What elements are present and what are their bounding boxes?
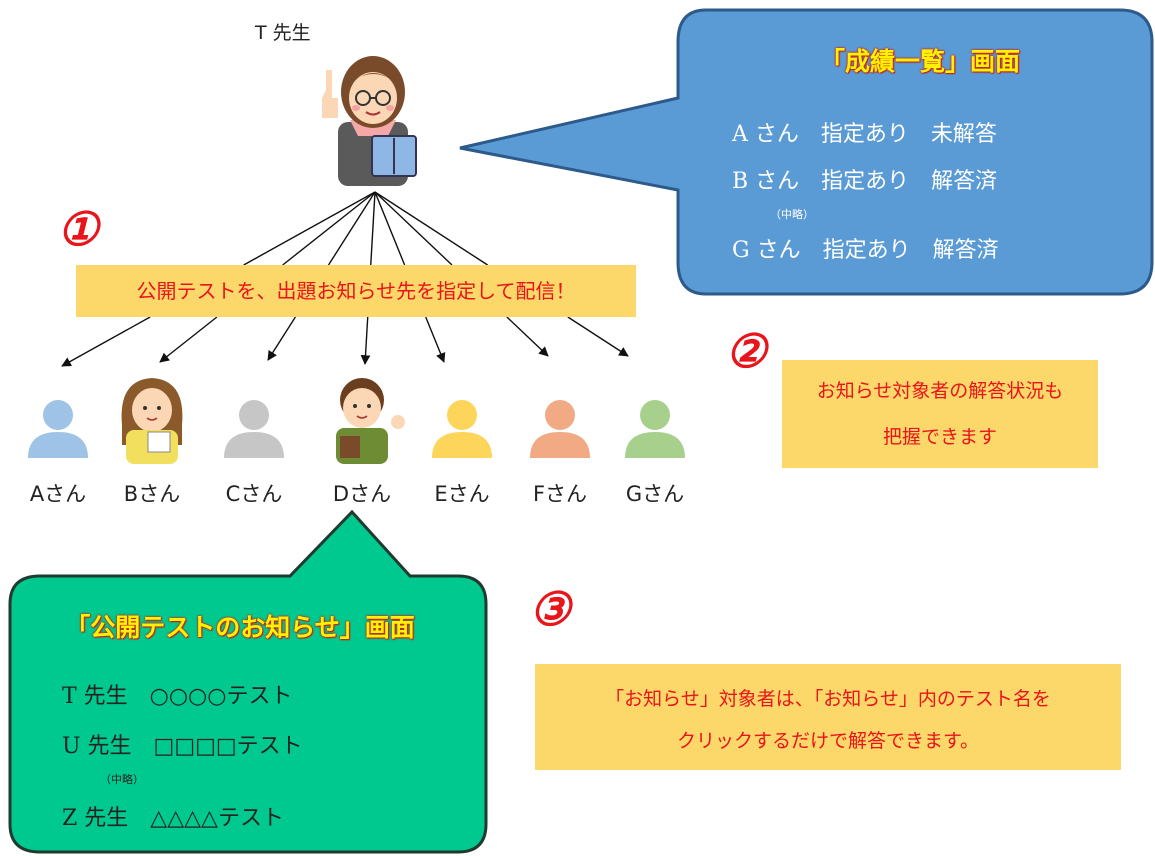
girl-face [132, 388, 172, 432]
student-figure [121, 378, 183, 464]
student-figure [432, 400, 492, 458]
connector-arrow [360, 316, 371, 365]
student-figure [625, 400, 685, 458]
boy-eye-right [367, 404, 371, 408]
connector-arrow [159, 316, 218, 363]
person-icon-body [224, 432, 284, 458]
step3-line1: 「お知らせ」対象者は、「お知らせ」内のテスト名を [605, 688, 1051, 710]
girl-eye-right [157, 406, 161, 410]
notice-omitted-note: （中略） [100, 773, 144, 786]
person-icon-body [432, 432, 492, 458]
person-icon-body [28, 432, 88, 458]
student-figure [336, 378, 405, 464]
student-figure [28, 400, 88, 458]
grades-screen-title: 「成績一覧」画面 [819, 47, 1020, 76]
teacher-illustration [322, 56, 417, 186]
person-icon-head [43, 400, 73, 430]
connector-arrow [567, 316, 629, 357]
teacher-label: T 先生 [255, 22, 311, 44]
student-figure [224, 400, 284, 458]
person-icon-head [239, 400, 269, 430]
connector-arrow [506, 316, 549, 357]
boy-mouth [356, 415, 368, 419]
step2-line1: お知らせ対象者の解答状況も [816, 380, 1064, 402]
notice-bubble [8, 509, 488, 854]
boy-hand [391, 415, 405, 429]
person-icon-body [625, 432, 685, 458]
person-icon-head [640, 400, 670, 430]
student-name-label: Eさん [434, 482, 490, 506]
step-number-1: ① [57, 202, 99, 256]
girl-paper [147, 431, 171, 453]
connector-lines [61, 191, 629, 367]
student-name-label: Fさん [532, 482, 588, 506]
step3-box: 「お知らせ」対象者は、「お知らせ」内のテスト名を クリックするだけで解答できます… [535, 664, 1121, 770]
connector-line-upper [327, 191, 376, 266]
student-name-label: Dさん [332, 482, 392, 506]
connector-arrow [61, 316, 151, 367]
student-name-label: Gさん [625, 482, 685, 506]
grades-bubble [459, 8, 1154, 296]
notice-row-z: Z 先生 △△△△テスト [62, 806, 284, 831]
student-name-label: Bさん [123, 482, 181, 506]
boy-face [343, 388, 381, 428]
connector-line-upper [370, 191, 376, 266]
connector-arrow [267, 316, 296, 361]
grades-row-a: A さん 指定あり 未解答 [732, 122, 997, 147]
girl-mouth [146, 417, 158, 421]
person-icon-head [545, 400, 575, 430]
person-icon-body [530, 432, 590, 458]
step-number-2: ② [725, 324, 767, 378]
connector-line-upper [374, 191, 488, 266]
connector-line-upper [374, 191, 406, 266]
student-name-label: Aさん [29, 482, 87, 506]
notice-row-t: T 先生 ○○○○テスト [62, 684, 293, 709]
grades-row-b: B さん 指定あり 解答済 [732, 169, 998, 194]
connector-line-upper [243, 191, 376, 266]
connector-arrow [425, 316, 446, 363]
notice-screen-title: 「公開テストのお知らせ」画面 [65, 613, 415, 642]
step1-banner: 公開テストを、出題お知らせ先を指定して配信！ [76, 265, 636, 317]
connector-line-upper [374, 191, 453, 266]
step2-line2: 把握できます [882, 426, 997, 448]
person-icon-head [447, 400, 477, 430]
step-number-3: ③ [529, 582, 571, 636]
grades-omitted-note: （中略） [770, 208, 814, 221]
step3-line2: クリックするだけで解答できます。 [676, 730, 980, 752]
grades-row-g: G さん 指定あり 解答済 [732, 238, 999, 263]
student-figure [530, 400, 590, 458]
boy-eye-left [353, 404, 357, 408]
step2-box: お知らせ対象者の解答状況も 把握できます [782, 360, 1098, 468]
notice-row-u: U 先生 □□□□テスト [62, 734, 303, 759]
boy-book [340, 436, 360, 458]
connector-line-upper [282, 191, 376, 266]
student-name-label: Cさん [225, 482, 283, 506]
girl-eye-left [143, 406, 147, 410]
